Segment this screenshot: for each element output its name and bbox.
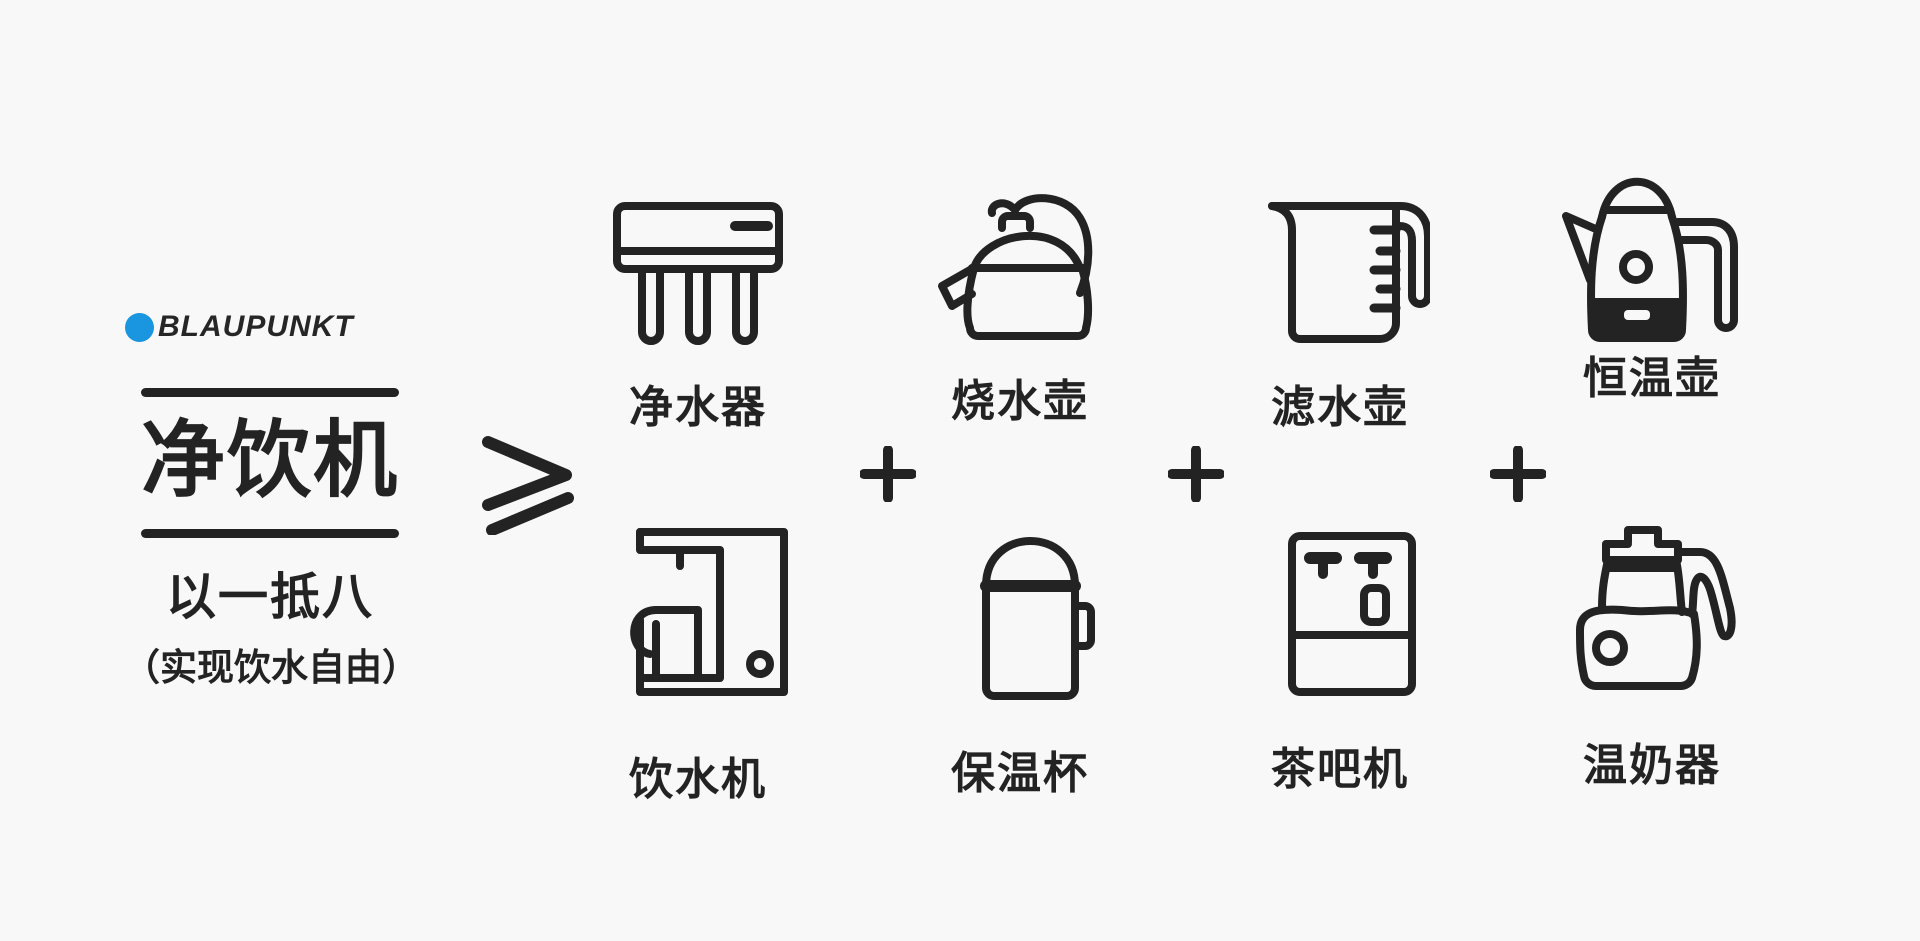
water-dispenser-icon	[630, 528, 788, 696]
bottom-divider	[141, 529, 399, 538]
slogan: 以一抵八	[166, 568, 374, 626]
blue-dot-icon	[125, 312, 154, 342]
item-label: 保温杯	[951, 748, 1089, 799]
item-label: 净水器	[629, 382, 767, 433]
item-label: 茶吧机	[1271, 744, 1409, 795]
item-stovetop-kettle: 烧水壶	[920, 188, 1120, 430]
item-label: 恒温壶	[1583, 353, 1721, 404]
plus-icon	[1489, 445, 1547, 503]
brand-name: BLAUPUNKT	[158, 310, 354, 343]
subtitle: （实现饮水自由）	[123, 646, 419, 689]
item-thermos-cup: 保温杯	[920, 516, 1120, 802]
item-electric-kettle: 恒温壶	[1552, 172, 1752, 407]
plus-icon	[1167, 445, 1225, 503]
water-purifier-icon	[613, 202, 783, 345]
filter-pitcher-icon	[1268, 202, 1430, 343]
thermos-cup-icon	[980, 537, 1095, 700]
item-water-dispenser: 饮水机	[598, 520, 798, 808]
item-label: 滤水壶	[1271, 382, 1409, 433]
tea-bar-machine-icon	[1288, 532, 1416, 696]
greater-or-equal-icon	[478, 430, 578, 539]
item-tea-bar-machine: 茶吧机	[1240, 528, 1440, 798]
stovetop-kettle-icon	[938, 194, 1093, 340]
item-water-purifier: 净水器	[598, 196, 798, 436]
item-label: 温奶器	[1583, 740, 1721, 791]
item-milk-warmer: 温奶器	[1552, 518, 1752, 794]
item-filter-pitcher: 滤水壶	[1240, 196, 1440, 436]
item-label: 饮水机	[629, 754, 767, 805]
top-divider	[141, 388, 399, 397]
product-title: 净饮机	[141, 411, 400, 509]
brand-logo: BLAUPUNKT	[125, 312, 354, 342]
plus-icon	[859, 445, 917, 503]
electric-kettle-icon	[1562, 177, 1738, 342]
item-label: 烧水壶	[951, 376, 1089, 427]
milk-warmer-icon	[1576, 526, 1736, 690]
